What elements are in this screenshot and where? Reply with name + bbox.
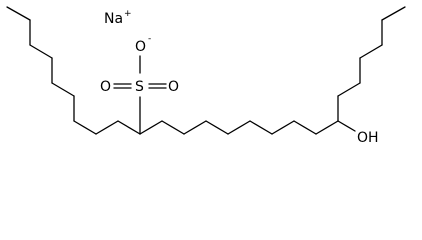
bond xyxy=(161,120,185,135)
bond xyxy=(337,82,361,97)
oxygen-negative-charge: - xyxy=(148,34,151,44)
bond xyxy=(315,120,339,135)
bond xyxy=(139,120,163,135)
sodium-symbol: Na xyxy=(104,11,123,27)
sulfonate-group: S O - O O xyxy=(100,34,179,135)
hydroxyl-group: OH xyxy=(337,120,379,146)
sodium-ion: Na + xyxy=(104,9,132,27)
bond xyxy=(381,6,406,21)
bond xyxy=(359,44,383,59)
left-alkyl-chain xyxy=(6,6,141,135)
sulfur-atom: S xyxy=(135,79,144,95)
bond xyxy=(293,120,317,135)
right-alkyl-chain xyxy=(337,6,406,122)
bond xyxy=(95,120,119,135)
sodium-charge: + xyxy=(124,9,132,19)
bond xyxy=(6,6,31,21)
oxygen-right: O xyxy=(168,79,179,95)
bond xyxy=(249,120,273,135)
hydroxyl-label: OH xyxy=(357,130,379,146)
bond xyxy=(271,120,295,135)
middle-alkyl-chain xyxy=(139,120,339,135)
bond xyxy=(117,120,141,135)
bond xyxy=(337,120,356,132)
oxygen-top: O xyxy=(135,39,146,55)
bond xyxy=(73,120,97,135)
oxygen-left: O xyxy=(100,79,111,95)
structure-diagram: Na + S O - O O xyxy=(6,6,406,146)
bond xyxy=(183,120,207,135)
bond xyxy=(227,120,251,135)
bond xyxy=(51,82,75,97)
bond xyxy=(29,44,53,59)
bond xyxy=(205,120,229,135)
